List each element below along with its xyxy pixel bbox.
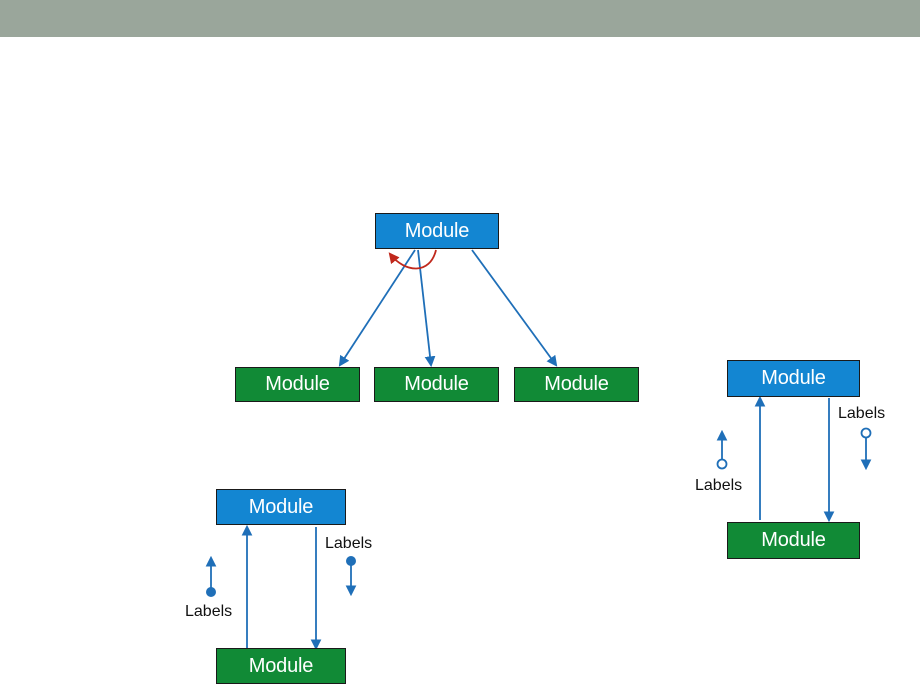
filled-marker-left-up xyxy=(206,587,216,597)
arrow-parent-to-child-middle xyxy=(417,249,436,368)
module-parent: Module xyxy=(375,213,499,249)
arrow-parent-to-child-right xyxy=(471,249,558,367)
module-left-bottom: Module xyxy=(216,648,346,684)
label-right-down: Labels xyxy=(838,405,886,422)
module-left-top: Module xyxy=(216,489,346,525)
hollow-marker-right-down xyxy=(860,427,872,439)
module-child-left: Module xyxy=(235,367,360,402)
slide-header-bar xyxy=(0,0,920,37)
filled-marker-left-down xyxy=(346,556,356,566)
label-left-down: Labels xyxy=(325,535,373,552)
module-child-right: Module xyxy=(514,367,639,402)
module-right-top: Module xyxy=(727,360,860,397)
module-child-middle: Module xyxy=(374,367,499,402)
label-left-up: Labels xyxy=(185,603,233,620)
label-right-up: Labels xyxy=(695,477,743,494)
arrow-parent-to-child-left xyxy=(338,249,416,367)
arrow-self-loop xyxy=(388,249,437,270)
hollow-marker-right-up xyxy=(716,458,728,470)
module-right-bottom: Module xyxy=(727,522,860,559)
